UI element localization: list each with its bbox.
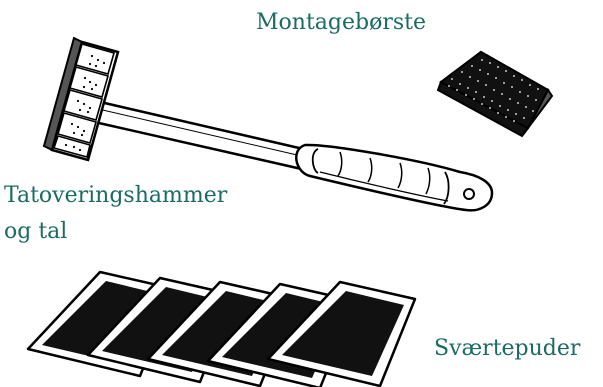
hammer-hang-hole (463, 188, 475, 200)
brush-bristle-dots (448, 59, 539, 122)
hammer-grip (295, 143, 494, 212)
label-og-tal: og tal (4, 219, 68, 244)
label-tatoveringshammer: Tatoveringshammer (4, 183, 228, 208)
mounting-brush (436, 50, 554, 138)
tattoo-hammer (42, 36, 494, 212)
label-montageborste: Montagebørste (256, 10, 426, 35)
ink-pads (26, 270, 417, 387)
hammer-number-dots (64, 54, 106, 152)
hammer-shaft (88, 99, 314, 172)
ink-pad (266, 280, 417, 387)
label-svaertepuder: Sværtepuder (434, 336, 581, 361)
